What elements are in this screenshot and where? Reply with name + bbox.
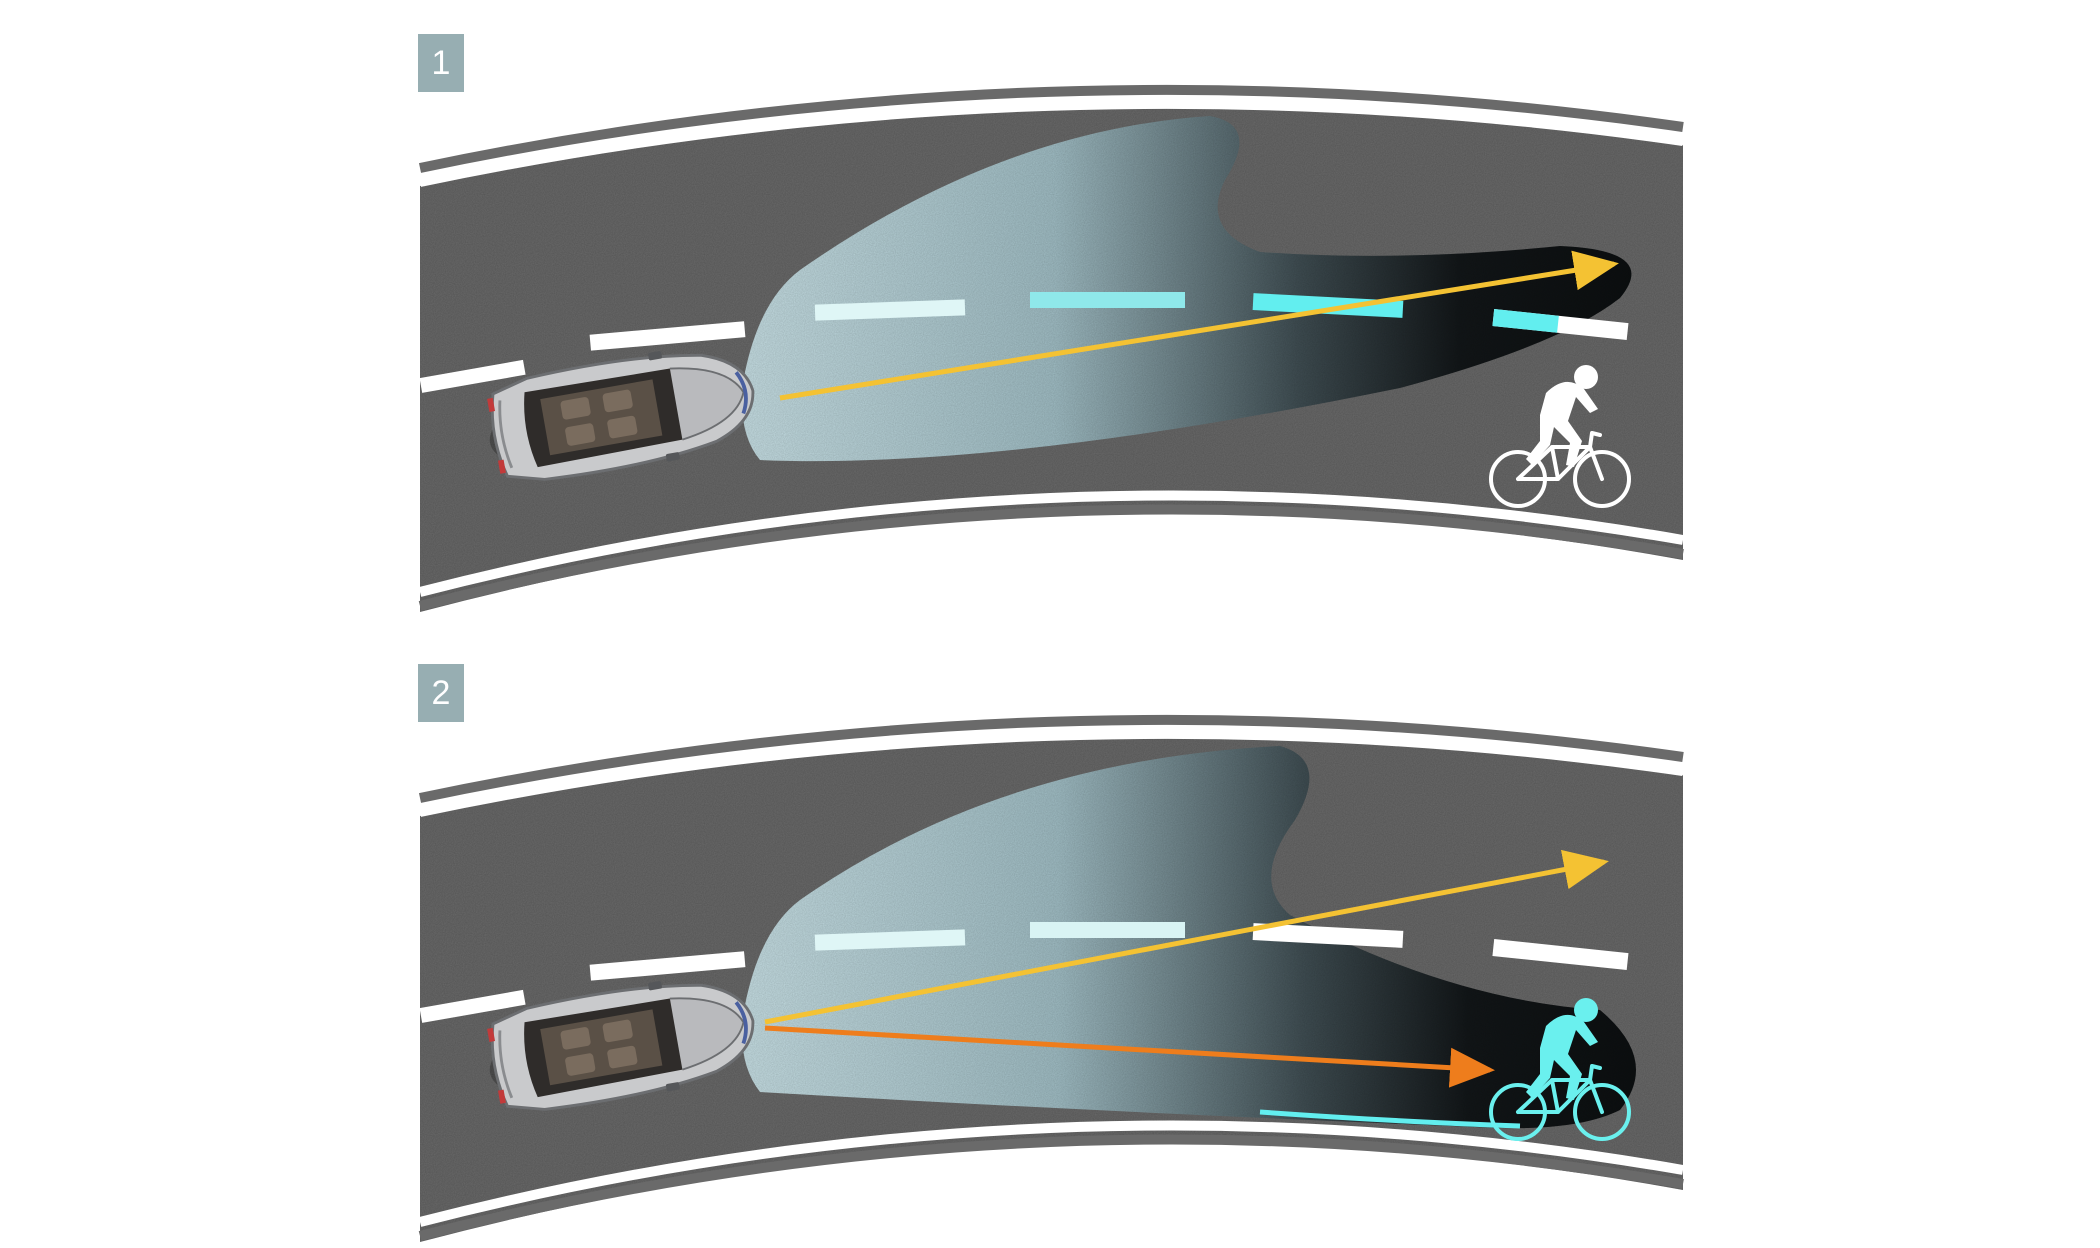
panel-1-badge: 1 (418, 34, 464, 92)
road-edge-line-top (418, 98, 1684, 187)
panel-2-label: 2 (431, 673, 451, 712)
detection-arrow (764, 1025, 1495, 1088)
road-edge-line-bottom (418, 490, 1684, 597)
road-edge-line-top (418, 728, 1684, 817)
panel-1-label: 1 (431, 43, 451, 82)
road-edge-line-top-outer (418, 714, 1684, 803)
road-edge-line-bottom (418, 1120, 1684, 1227)
high-beam-arrow (764, 849, 1609, 1025)
high-beam-arrow (779, 250, 1619, 401)
panel-2-badge: 2 (418, 664, 464, 722)
center-lane-dashes (419, 292, 1629, 393)
road-edge-line-bottom-outer (418, 1134, 1684, 1241)
panel-2-scene (418, 714, 1684, 1242)
road-edge-line-top-outer (418, 84, 1684, 173)
road-edge-line-bottom-outer (418, 504, 1684, 611)
center-lane-dashes (419, 922, 1629, 1023)
panel-1-scene (418, 84, 1684, 612)
